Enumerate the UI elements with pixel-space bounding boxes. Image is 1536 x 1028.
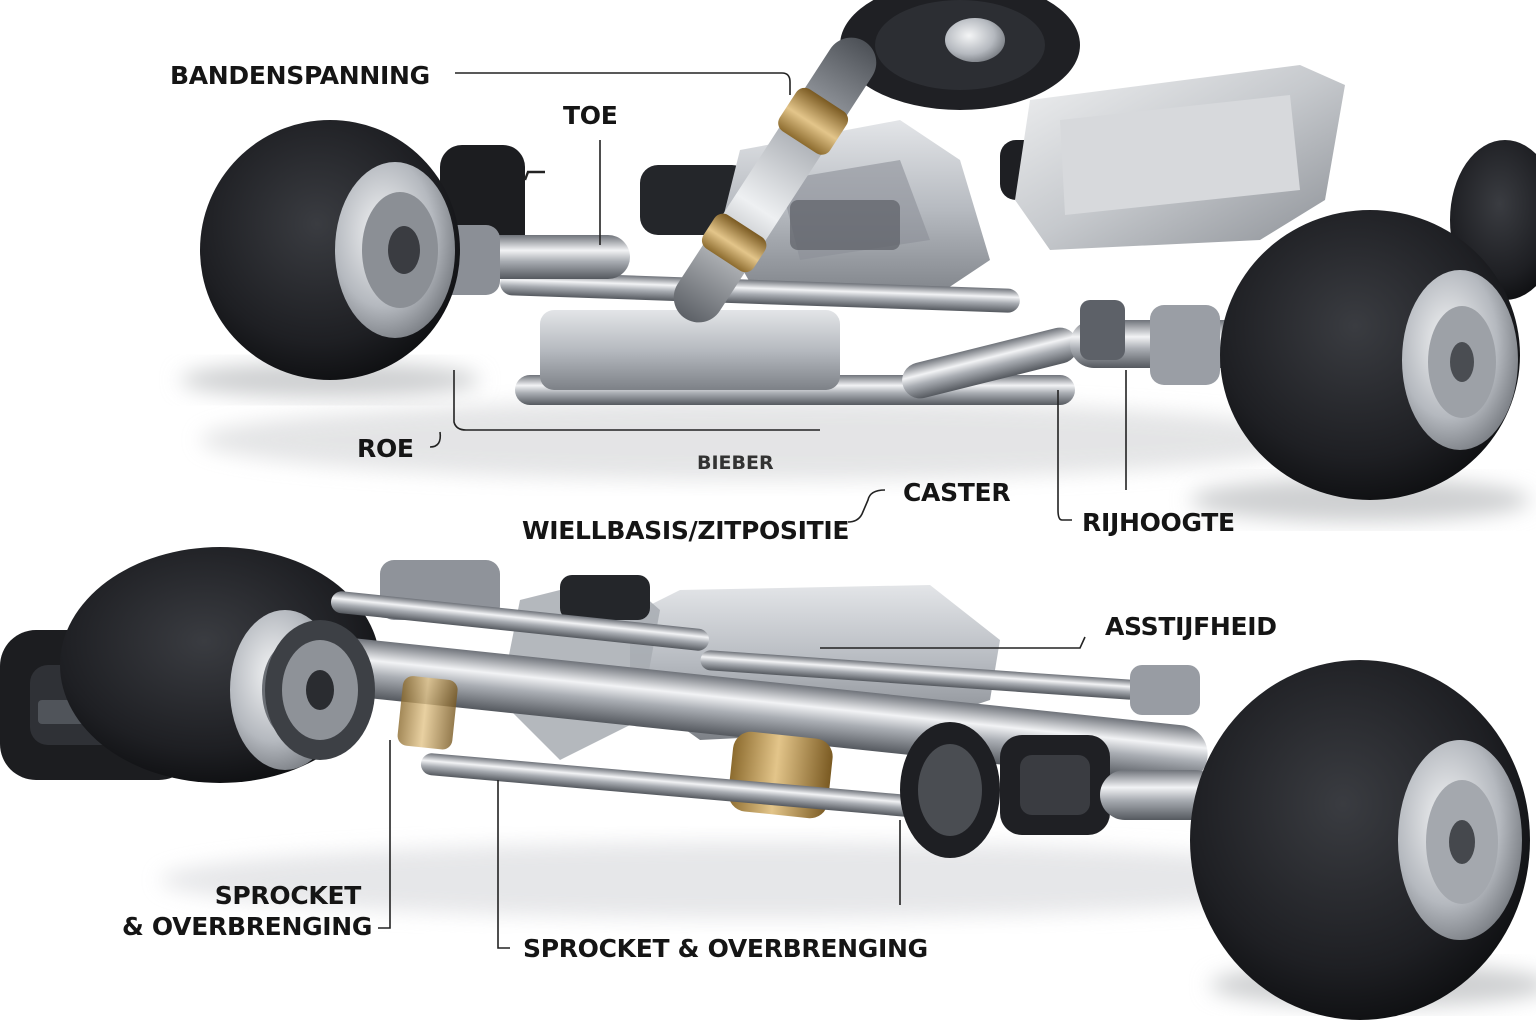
front-left-tire xyxy=(200,120,460,380)
label-caster: CASTER xyxy=(903,478,1011,507)
steering-column xyxy=(673,37,877,323)
floor-pan xyxy=(540,310,840,390)
rear-right-tire xyxy=(1220,210,1520,500)
label-wielbasis-zitpositie: WIELLBASIS/ZITPOSITIE xyxy=(522,516,850,545)
leader-sprocket-left xyxy=(378,740,391,929)
leader-lines xyxy=(378,72,1127,949)
bottom-kart xyxy=(0,547,1536,1020)
leader-caster xyxy=(847,489,886,523)
leader-asstijfheid xyxy=(820,636,1086,649)
leader-roe-extension xyxy=(453,370,820,431)
label-garbled-text: BIEBER xyxy=(697,452,774,474)
label-roe: ROE xyxy=(357,434,414,463)
label-sprocket-bottom: SPROCKET & OVERBRENGING xyxy=(523,934,928,963)
bottom-right-tire xyxy=(1190,660,1530,1020)
leader-bandenspanning xyxy=(455,72,791,95)
label-bandenspanning: BANDENSPANNING xyxy=(170,61,430,90)
leader-sprocket-bottom xyxy=(497,780,510,949)
label-toe: TOE xyxy=(563,101,618,130)
leader-roe xyxy=(429,431,442,448)
label-sprocket-left-line1: SPROCKET xyxy=(214,881,362,910)
label-rijhoogte: RIJHOOGTE xyxy=(1082,508,1235,537)
label-asstijfheid: ASSTIJFHEID xyxy=(1105,612,1277,641)
label-sprocket-left-line2: & OVERBRENGING xyxy=(122,912,373,942)
chassis-tube-upper xyxy=(500,271,1020,313)
steering-wheel xyxy=(840,0,1080,110)
leader-rijhoogte xyxy=(1057,390,1072,521)
label-sprocket-left: SPROCKET & OVERBRENGING xyxy=(122,880,373,943)
top-kart xyxy=(180,0,1536,522)
sprocket-left xyxy=(265,620,375,760)
sprocket-right xyxy=(900,722,1110,858)
